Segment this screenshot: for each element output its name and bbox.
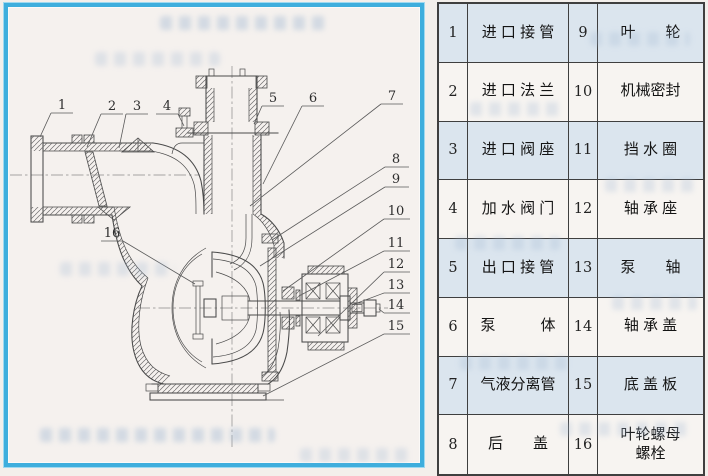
part-number: 1 xyxy=(439,4,468,62)
callout-10: 10 xyxy=(282,204,410,292)
part-name: 挡 水 圈 xyxy=(623,141,678,158)
impeller xyxy=(203,251,266,365)
inlet-valve-flap xyxy=(84,151,108,207)
callout-4: 4 xyxy=(156,99,185,127)
svg-text:14: 14 xyxy=(388,298,405,313)
part-number: 6 xyxy=(439,297,468,356)
part-number: 7 xyxy=(439,356,468,415)
svg-text:1: 1 xyxy=(58,98,66,113)
callouts: 1 2 3 4 5 6 7 8 9 10 11 12 13 14 15 16 xyxy=(39,89,410,397)
svg-text:9: 9 xyxy=(392,172,400,187)
svg-text:12: 12 xyxy=(388,257,405,272)
inlet-pipe xyxy=(30,134,156,224)
back-cover xyxy=(261,233,279,382)
part-number: 10 xyxy=(569,62,598,121)
callout-8: 8 xyxy=(271,152,409,241)
part-name: 泵 轴 xyxy=(620,258,681,276)
table-row: 3 进 口 阀 座 11 挡 水 圈 xyxy=(439,121,703,181)
pump-sectional-drawing: 1 2 3 4 5 6 7 8 9 10 11 12 13 14 15 16 xyxy=(10,66,410,448)
svg-text:5: 5 xyxy=(269,91,277,106)
part-number: 11 xyxy=(569,121,598,180)
part-name: 泵 体 xyxy=(468,297,569,356)
parts-table: 1 进 口 接 管 9 叶 轮 2 进 口 法 兰 10 机械密封 3 进 口 … xyxy=(437,2,705,476)
table-row: 4 加 水 阀 门 12 轴 承 座 xyxy=(439,180,703,239)
table-row: 1 进 口 接 管 9 叶 轮 xyxy=(439,4,703,63)
outlet-pipe xyxy=(187,68,279,215)
part-number: 12 xyxy=(569,180,598,238)
callout-16: 16 xyxy=(101,226,196,285)
callout-13: 13 xyxy=(351,278,410,306)
part-name: 加 水 阀 门 xyxy=(468,180,569,238)
callout-9: 9 xyxy=(259,172,409,267)
part-name: 轴 承 座 xyxy=(623,199,678,217)
part-number: 16 xyxy=(569,415,598,474)
part-number: 3 xyxy=(439,121,468,180)
part-number: 14 xyxy=(569,297,598,356)
part-name: 机械密封 xyxy=(620,82,681,100)
part-number: 15 xyxy=(569,356,598,415)
part-number: 8 xyxy=(439,415,468,474)
svg-text:8: 8 xyxy=(392,152,400,167)
table-row: 2 进 口 法 兰 10 机械密封 xyxy=(439,62,703,122)
svg-text:16: 16 xyxy=(104,226,121,241)
table-row: 5 出 口 接 管 13 泵 轴 xyxy=(439,239,703,298)
callout-14: 14 xyxy=(378,298,410,314)
callout-3: 3 xyxy=(118,99,148,149)
callout-2: 2 xyxy=(86,99,123,148)
slinger-ring xyxy=(295,289,301,327)
part-name: 气液分离管 xyxy=(468,356,569,415)
part-name: 底 盖 板 xyxy=(623,376,678,393)
part-number: 9 xyxy=(569,4,598,62)
bearing-right xyxy=(325,282,341,334)
svg-text:6: 6 xyxy=(309,91,317,106)
part-number: 4 xyxy=(439,180,468,238)
callout-7: 7 xyxy=(249,89,403,207)
callout-6: 6 xyxy=(262,91,324,185)
svg-text:4: 4 xyxy=(163,99,171,114)
callout-15: 15 xyxy=(262,319,410,397)
callout-11: 11 xyxy=(298,236,410,297)
impeller-nut-bolt xyxy=(192,280,204,340)
svg-text:3: 3 xyxy=(133,99,141,114)
part-name: 叶轮螺母 螺栓 xyxy=(620,425,681,462)
svg-text:10: 10 xyxy=(388,204,405,219)
part-number: 13 xyxy=(569,239,598,297)
part-name: 轴 承 盖 xyxy=(623,317,678,335)
part-name: 进 口 阀 座 xyxy=(468,121,569,180)
svg-text:13: 13 xyxy=(388,278,405,293)
svg-text:7: 7 xyxy=(388,89,396,104)
filling-valve xyxy=(175,107,194,138)
bottom-cover xyxy=(145,383,284,401)
part-number: 2 xyxy=(439,62,468,121)
impeller-nut xyxy=(203,298,217,318)
callout-5: 5 xyxy=(253,91,284,125)
part-name: 进 口 法 兰 xyxy=(468,62,569,121)
callout-1: 1 xyxy=(39,98,73,138)
inlet-flange xyxy=(71,134,83,144)
table-row: 8 后 盖 16 叶轮螺母 螺栓 xyxy=(439,415,703,474)
part-number: 5 xyxy=(439,239,468,297)
table-row: 6 泵 体 14 轴 承 盖 xyxy=(439,297,703,357)
part-name: 进 口 接 管 xyxy=(468,4,569,62)
table-row: 7 气液分离管 15 底 盖 板 xyxy=(439,356,703,416)
svg-text:2: 2 xyxy=(108,99,116,114)
separation-tube xyxy=(229,214,253,271)
outlet-flange xyxy=(193,121,209,136)
callout-12: 12 xyxy=(317,257,410,337)
part-name: 出 口 接 管 xyxy=(468,239,569,297)
inlet-elbow xyxy=(111,142,205,287)
svg-text:15: 15 xyxy=(388,319,405,334)
part-name: 叶 轮 xyxy=(620,23,681,41)
bearing-cap xyxy=(347,287,358,329)
svg-text:11: 11 xyxy=(388,236,405,251)
part-name: 后 盖 xyxy=(468,415,569,474)
